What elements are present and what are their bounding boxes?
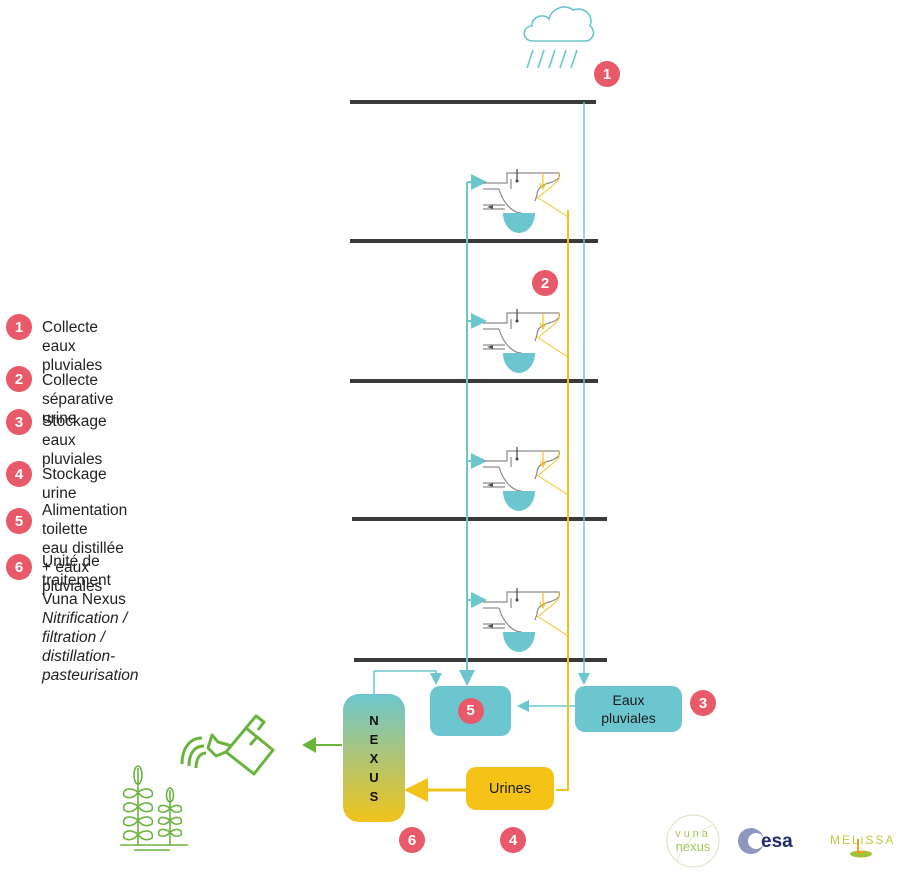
- badge-toilet-feed: 5: [457, 698, 484, 724]
- legend-badge: 5: [6, 508, 32, 534]
- nexus-treatment-unit: N E X U S: [343, 694, 405, 822]
- nexus-letter: E: [369, 731, 379, 747]
- legend-label-italic: Nitrification / filtration / distillatio…: [42, 610, 128, 665]
- legend-label: Collecte séparative urine: [42, 372, 114, 427]
- esa-logo: esa: [738, 828, 793, 854]
- rain-cloud-icon: [523, 6, 595, 69]
- vuna-text: vuna: [675, 828, 711, 840]
- legend-item: 2 Collecte séparative urine: [6, 366, 114, 428]
- floor-lines: [350, 100, 607, 662]
- legend-label-italic: pasteurisation: [42, 667, 139, 684]
- legend-label: eau distillée + eaux pluviales: [42, 540, 124, 595]
- legend-badge: 1: [6, 314, 32, 340]
- toilet-feed-box: 5: [430, 686, 511, 736]
- rain-storage-label-2: pluviales: [601, 710, 656, 726]
- rain-storage-label-1: Eaux: [612, 692, 645, 708]
- badge-urine-storage: 4: [500, 827, 526, 853]
- badge-rain-collection: 1: [594, 61, 620, 87]
- legend-label: Collecte eaux pluviales: [42, 319, 103, 374]
- legend-badge: 2: [6, 366, 32, 392]
- badge-nexus: 6: [399, 827, 425, 853]
- legend-label: Stockage urine: [42, 466, 107, 502]
- rain-storage-box: Eaux pluviales: [575, 686, 682, 732]
- legend-item: 6 Unité de traitement Vuna Nexus Nitrifi…: [6, 553, 139, 685]
- plants-icon: [120, 765, 188, 851]
- legend-badge: 4: [6, 461, 32, 487]
- legend-item: 3 Stockage eaux pluviales: [6, 409, 107, 469]
- nexus-letter: N: [369, 712, 379, 728]
- nexus-letter: X: [369, 750, 379, 766]
- urine-storage-label: Urines: [489, 780, 531, 797]
- vuna-nexus-logo: vuna nexus: [666, 814, 720, 868]
- partner-logos: vuna nexus esa MELiSSA: [666, 814, 895, 868]
- nexus-letter: U: [369, 769, 379, 785]
- legend-item: 5 Alimentation toilette eau distillée + …: [6, 502, 127, 596]
- legend-item: 4 Stockage urine: [6, 461, 107, 503]
- badge-rain-storage: 3: [690, 690, 716, 716]
- urine-pipe: [404, 210, 569, 802]
- legend-label: Stockage eaux pluviales: [42, 413, 107, 468]
- badge-urine-collection: 2: [532, 270, 558, 296]
- toilet-icon: [483, 309, 569, 373]
- nexus-letter: S: [369, 788, 379, 804]
- legend-label: Alimentation toilette: [42, 502, 128, 538]
- esa-text: esa: [761, 831, 793, 852]
- watering-can-icon: [180, 714, 275, 776]
- nexus-text: nexus: [676, 839, 711, 854]
- legend-label: Unité de traitement Vuna Nexus: [42, 553, 126, 608]
- legend-badge: 6: [6, 554, 32, 580]
- irrigation-arrow: [302, 737, 342, 753]
- melissa-logo: MELiSSA: [830, 833, 895, 858]
- toilet-icon: [483, 447, 569, 511]
- legend-item: 1 Collecte eaux pluviales: [6, 314, 102, 375]
- toilet-feed-pipe: [373, 174, 575, 712]
- legend-badge: 3: [6, 409, 32, 435]
- melissa-text: MELiSSA: [830, 833, 895, 847]
- toilet-icon: [483, 169, 569, 233]
- urine-storage-box: Urines: [466, 767, 554, 810]
- toilet-icon: [483, 588, 569, 652]
